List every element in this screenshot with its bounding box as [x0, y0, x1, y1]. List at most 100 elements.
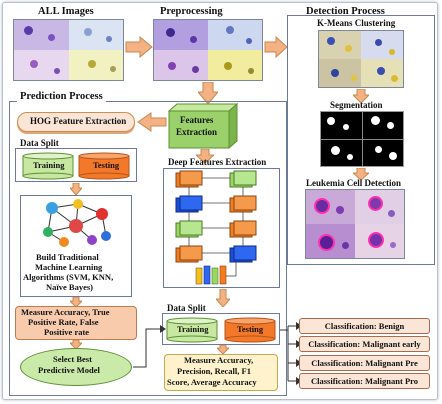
measure-right-2: Precision, Recall, F1: [177, 366, 251, 376]
image-tile: [319, 31, 361, 59]
detection-process-label: Detection Process: [306, 6, 385, 17]
deep-features-panel: [163, 168, 280, 288]
arrow-to-measure-left: [70, 297, 82, 307]
image-tile: [208, 20, 262, 50]
blood-cell: [390, 242, 396, 248]
measure-left-box: [15, 306, 137, 340]
segment-blob: [375, 146, 382, 153]
blood-cell: [226, 26, 234, 34]
hog-label: HOG Feature Extraction: [30, 116, 127, 126]
arrow-to-detection: [264, 36, 288, 58]
segment-blob: [371, 116, 380, 125]
kmeans-image: [318, 30, 404, 88]
blood-cell: [391, 75, 398, 82]
ml-title-3: Algorithms (SVM, KNN,: [23, 272, 114, 282]
prediction-process-panel: [9, 101, 287, 396]
features-extraction-label-2: Extraction: [176, 127, 217, 137]
blood-cell: [342, 242, 349, 249]
blood-cell: [168, 62, 176, 70]
blood-cell: [248, 68, 254, 74]
segment-blob: [387, 122, 394, 129]
blood-cell: [54, 68, 60, 74]
hog-feature-extraction: [17, 112, 135, 132]
blood-cell: [377, 67, 385, 75]
segment-blob: [331, 146, 340, 155]
ml-title-1: Build Traditional: [36, 252, 99, 262]
detected-cell: [368, 232, 384, 248]
blood-cell: [88, 60, 96, 68]
blood-cell: [190, 36, 197, 43]
blood-cell: [327, 37, 335, 45]
connector-select-to-split: [133, 325, 166, 368]
preprocessing-grid: [153, 19, 263, 81]
select-best-model: [20, 348, 132, 386]
prediction-process-label: Prediction Process: [17, 91, 106, 102]
segmentation-label: Segmentation: [330, 100, 383, 110]
measure-left-2: Positive Rate, False: [28, 317, 99, 327]
blood-cell: [24, 26, 33, 35]
arrow-to-hog: [137, 112, 167, 132]
data-split-left-label: Data Split: [20, 138, 59, 148]
measure-left-3: Positive rate: [44, 327, 90, 337]
preprocessing-label: Preprocessing: [160, 6, 223, 17]
image-tile: [154, 20, 208, 50]
segment-blob: [389, 152, 397, 160]
detected-cell: [314, 198, 330, 214]
outer-frame: [2, 2, 438, 400]
blood-cell: [345, 45, 352, 52]
blood-cell: [246, 38, 252, 44]
blood-cell: [106, 36, 112, 42]
classification-malignant-early: Classification: Malignant early: [299, 336, 430, 352]
ml-network-graphic: [43, 199, 111, 247]
testing-right-label: Testing: [237, 324, 264, 334]
all-images-label: ALL Images: [38, 6, 94, 17]
arrow-to-preprocessing: [125, 36, 153, 58]
blood-cell: [336, 206, 344, 214]
data-split-right-label: Data Split: [167, 303, 206, 313]
segment-blob: [347, 154, 353, 160]
ml-title-2: Machine Learning: [35, 262, 103, 272]
blood-cell: [389, 49, 395, 55]
all-images-grid: [13, 19, 124, 81]
measure-right-box: [164, 354, 278, 391]
image-tile: [14, 20, 69, 50]
blood-cell: [375, 39, 382, 46]
blood-cell: [30, 60, 38, 68]
arrow-to-ml: [70, 183, 82, 195]
select-line-1: Select Best: [53, 354, 92, 364]
data-split-right-cylinders: [166, 317, 276, 343]
image-tile: [154, 50, 208, 80]
ml-title-4: Naïve Bayes): [46, 282, 93, 292]
arrow-to-features-extraction: [198, 82, 218, 104]
blood-cell: [166, 28, 175, 37]
features-extraction-label-1: Features: [180, 115, 214, 125]
segment-blob: [343, 124, 349, 130]
blood-cell: [224, 62, 232, 70]
image-tile: [14, 50, 69, 80]
arrow-to-select: [70, 340, 82, 349]
classification-malignant-pro: Classification: Malignant Pro: [299, 373, 430, 389]
arrow-to-deep-features: [196, 149, 214, 163]
blood-cell: [84, 28, 92, 36]
image-tile: [319, 59, 361, 87]
segmentation-image: [320, 111, 404, 167]
detected-cell: [368, 196, 383, 211]
deep-features-network: [175, 170, 257, 285]
deep-features-label: Deep Features Extraction: [168, 157, 267, 167]
kmeans-label: K-Means Clustering: [317, 18, 396, 28]
select-line-2: Predictive Model: [38, 365, 100, 375]
measure-right-1: Measure Accuracy,: [184, 355, 254, 365]
blood-cell: [331, 69, 339, 77]
detection-process-panel: [287, 15, 435, 265]
blood-cell: [388, 210, 395, 217]
data-split-left-cylinders: [22, 152, 130, 180]
cell-detection-image: [305, 189, 405, 259]
measure-right-3: Score, Average Accuracy: [167, 377, 257, 387]
arrow-to-measure-right: [217, 345, 229, 354]
blood-cell: [48, 34, 55, 41]
testing-label: Testing: [93, 160, 120, 170]
segment-blob: [327, 117, 335, 125]
measure-left-1: Measure Accuracy, True: [21, 307, 110, 317]
arrow-to-cell-detection: [353, 168, 369, 180]
detected-cell: [318, 234, 335, 251]
